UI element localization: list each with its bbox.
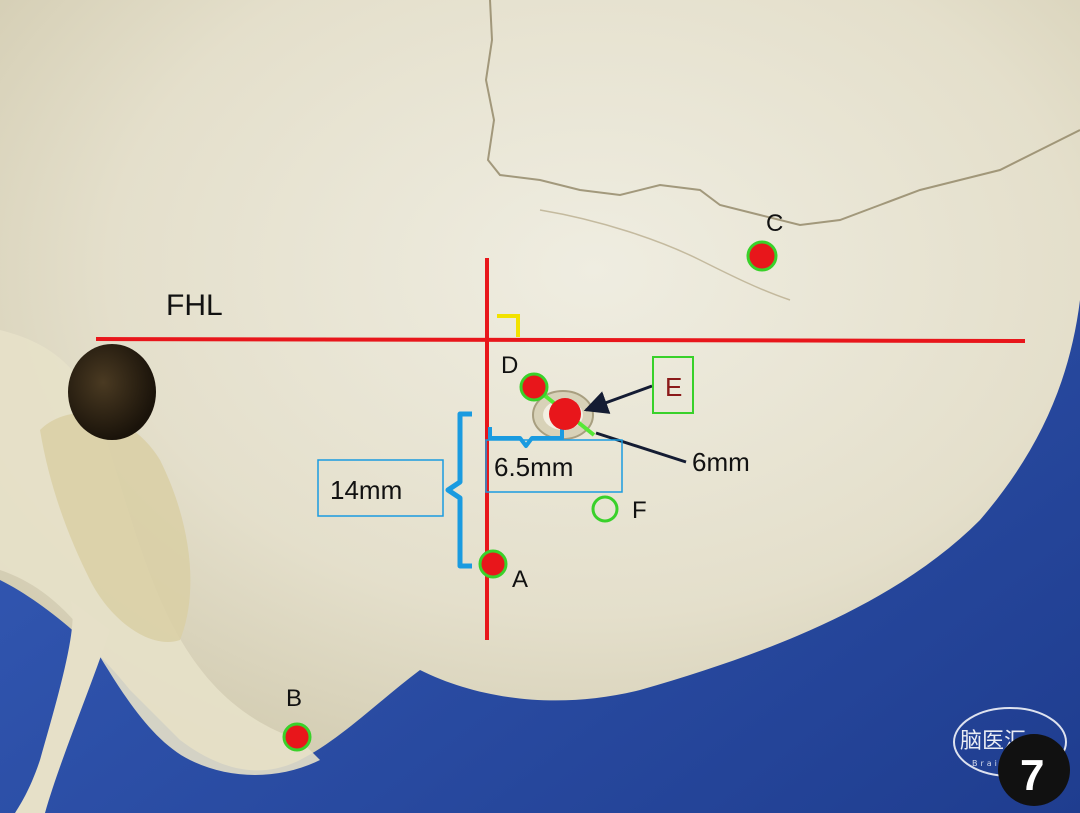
right-angle-marker xyxy=(497,314,520,337)
point-c-marker xyxy=(746,240,778,272)
label-f: F xyxy=(632,497,647,524)
frankfort-horizontal-line xyxy=(95,337,1026,343)
measure-6mm-text: 6mm xyxy=(692,447,750,477)
label-b: B xyxy=(286,685,302,712)
watermark-badge xyxy=(998,734,1070,806)
point-b-marker xyxy=(282,722,312,752)
watermark-badge-number: 7 xyxy=(1020,751,1044,800)
point-a-marker xyxy=(478,549,508,579)
vertical-measure-bracket xyxy=(445,411,472,569)
measure-6-5mm-text: 6.5mm xyxy=(494,452,573,482)
label-a: A xyxy=(512,566,528,593)
point-f-marker xyxy=(591,495,619,523)
label-e: E xyxy=(665,372,682,402)
point-d-marker xyxy=(519,372,549,402)
label-box-e xyxy=(652,356,694,414)
label-fhl: FHL xyxy=(166,289,223,322)
spongy-bone-region xyxy=(40,413,191,642)
squamous-suture xyxy=(539,209,791,301)
watermark-logo: 脑医汇 BrainMed 7 xyxy=(953,707,1070,806)
measure-box-14mm xyxy=(317,459,444,517)
measure-14mm-text: 14mm xyxy=(330,475,402,505)
label-c: C xyxy=(766,210,783,237)
label-d: D xyxy=(501,352,518,379)
horizontal-measure-bracket xyxy=(488,427,564,448)
arrow-to-e xyxy=(583,384,653,414)
styloid-process xyxy=(15,600,110,813)
measure-box-6-5mm xyxy=(485,439,623,493)
ear-canal-opening xyxy=(68,344,156,440)
leader-to-6mm xyxy=(595,431,687,464)
point-e-marker xyxy=(549,398,581,430)
coronal-suture xyxy=(484,0,1080,227)
